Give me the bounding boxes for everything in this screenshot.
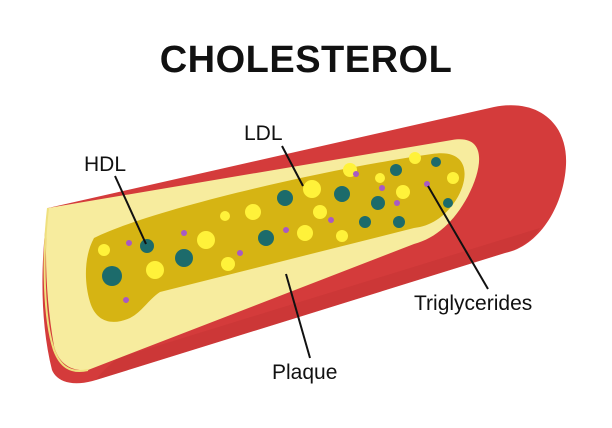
callout-plaque: Plaque [272,273,337,384]
leader-hdl [114,175,147,245]
callout-hdl: HDL [84,153,147,245]
ldl-particle [146,261,164,279]
hdl-particle [359,216,371,228]
hdl-particle [277,190,293,206]
ldl-particle [245,204,261,220]
hdl-particle [393,216,405,228]
hdl-particle [371,196,385,210]
hdl-particle [102,266,122,286]
ldl-particle [447,172,459,184]
triglyceride-particle [181,230,187,236]
hdl-particle [175,249,193,267]
artery-wall-shade [96,228,540,380]
artery-rim [43,207,89,372]
ldl-particle [313,205,327,219]
triglyceride-particle [328,217,334,223]
particles [98,152,459,303]
label-hdl: HDL [84,153,126,176]
ldl-particle [297,225,313,241]
callout-ldl: LDL [244,122,304,187]
ldl-particle [98,244,110,256]
hdl-particle [443,198,453,208]
hdl-particle [140,239,154,253]
ldl-particle [221,257,235,271]
artery [42,105,567,384]
leader-plaque [285,273,311,359]
label-triglycerides: Triglycerides [414,292,532,315]
callout-triglycerides: Triglycerides [414,185,532,315]
hdl-particle [258,230,274,246]
leader-ldl [281,145,304,187]
triglyceride-particle [123,297,129,303]
ldl-particle [409,152,421,164]
triglyceride-particle [424,181,430,187]
triglyceride-particle [379,185,385,191]
hdl-particle [334,186,350,202]
page-title: CHOLESTEROL [160,39,453,81]
label-plaque: Plaque [272,361,337,384]
hdl-particle [431,157,441,167]
leader-triglycerides [427,185,489,290]
label-ldl: LDL [244,122,283,145]
ldl-particle [336,230,348,242]
triglyceride-particle [353,171,359,177]
hdl-particle [390,164,402,176]
triglyceride-particle [394,200,400,206]
ldl-particle [396,185,410,199]
ldl-particle [375,173,385,183]
triglyceride-particle [126,240,132,246]
triglyceride-particle [237,250,243,256]
blood-channel [85,153,465,322]
ldl-particle [197,231,215,249]
triglyceride-particle [283,227,289,233]
ldl-particle [303,180,321,198]
ldl-particle [220,211,230,221]
